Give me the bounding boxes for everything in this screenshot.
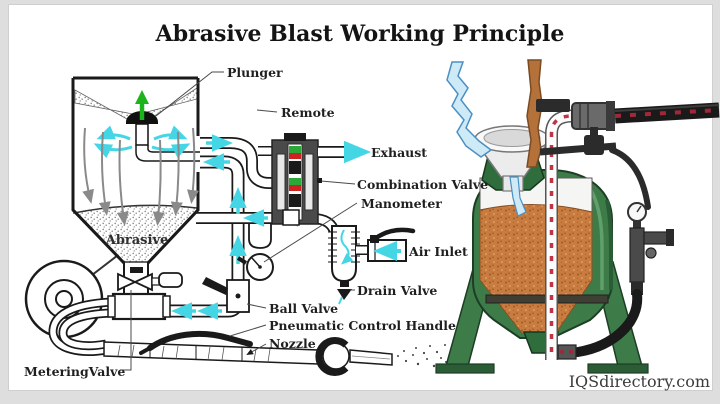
combination-valve-icon: [271, 133, 319, 226]
left-schematic: Abrasive: [24, 76, 458, 376]
blast-hose-loop: [48, 297, 113, 356]
drain-valve-icon: [328, 225, 360, 305]
water-stream: [446, 61, 493, 158]
label-plunger: Plunger: [227, 65, 283, 80]
label-pneumatic-control-handle: Pneumatic Control Handle: [269, 318, 456, 333]
air-inlet-icon: [356, 227, 416, 262]
label-ball-valve: Ball Valve: [269, 301, 338, 316]
sand-stream: [526, 59, 543, 168]
label-nozzle: Nozzle: [269, 336, 316, 351]
label-manometer: Manometer: [361, 196, 442, 211]
outlet-elbow-and-hose: [536, 99, 720, 152]
leader-lines: [120, 71, 358, 371]
label-metering-valve: MeteringValve: [24, 364, 125, 379]
blast-tube: [103, 341, 319, 365]
nozzle-icon: [315, 337, 393, 376]
pressure-tank: [71, 76, 200, 296]
falling-abrasive-arrows: [82, 127, 199, 226]
ball-valve-icon: [202, 277, 250, 313]
inner-stream: [509, 176, 527, 217]
labels: Plunger Remote Exhaust Combination Valve…: [24, 65, 488, 379]
pot-valve-lever: [539, 127, 651, 210]
metering-valve-icon: [107, 267, 183, 321]
page-title: Abrasive Blast Working Principle: [155, 21, 565, 47]
fill-funnel: [446, 59, 551, 217]
blast-pot-illustration: [435, 59, 720, 374]
plunger-icon: [126, 90, 200, 162]
label-air-inlet: Air Inlet: [408, 244, 468, 259]
label-abrasive: Abrasive: [105, 233, 169, 248]
label-remote: Remote: [281, 105, 335, 120]
label-drain-valve: Drain Valve: [357, 283, 437, 298]
watermark: IQSdirectory.com: [569, 372, 710, 391]
label-exhaust: Exhaust: [371, 145, 427, 160]
pneumatic-control-handle-icon: [139, 330, 253, 355]
label-combination-valve: Combination Valve: [357, 177, 488, 192]
pot-gauge-and-valves: [557, 202, 674, 360]
